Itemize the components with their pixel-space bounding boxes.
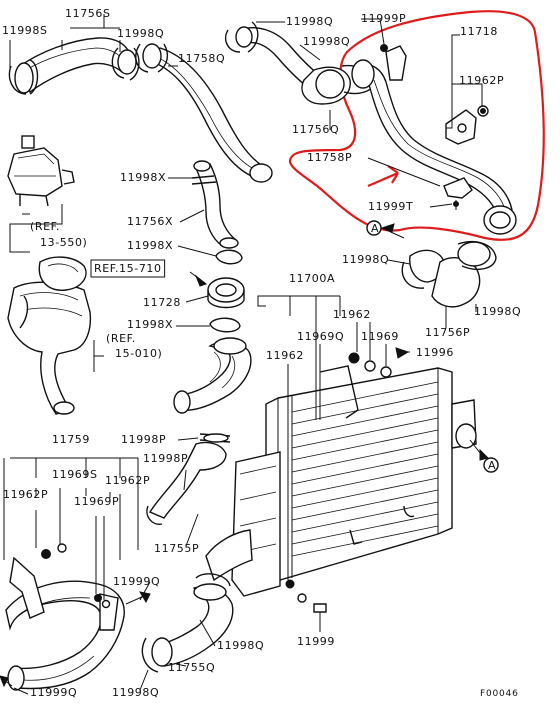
part-label-l9: 11962P [459, 74, 504, 87]
part-label-l39: 11999Q [30, 686, 77, 699]
part-label-l30: 11969S [52, 468, 98, 481]
part-label-l40: 11998Q [112, 686, 159, 699]
ref-label-r5: 15-010) [115, 347, 162, 360]
part-label-l35: 11999Q [113, 575, 160, 588]
part-label-l11: 11758P [307, 151, 352, 164]
highlight-outline [288, 10, 545, 241]
part-label-l20: 11998Q [474, 305, 521, 318]
part-label-l18: 11728 [143, 296, 181, 309]
part-label-l4: 11758Q [178, 52, 225, 65]
part-label-l36: 11998Q [217, 639, 264, 652]
diagram-code: F00046 [480, 689, 519, 699]
part-label-l3: 11998Q [117, 27, 164, 40]
leader-lines [3, 14, 483, 695]
part-label-l15: 11998X [127, 239, 173, 252]
part-label-l6: 11999P [361, 12, 406, 25]
part-label-l28: 11998P [121, 433, 166, 446]
part-label-l22: 11756P [425, 326, 470, 339]
flow-label-a1: A [371, 222, 379, 235]
hose-11755Q [141, 529, 253, 673]
highlight-arrow [367, 165, 399, 188]
part-label-l12: 11998X [120, 171, 166, 184]
part-label-l38: 11755Q [168, 661, 215, 674]
part-label-l33: 11969P [74, 495, 119, 508]
pipe-11759 [0, 543, 151, 691]
ref-label-r4: (REF. [106, 332, 136, 345]
hose-11756P [401, 240, 497, 308]
valve-ref-13-550 [7, 135, 75, 207]
adaptor-11728 [189, 271, 245, 333]
part-label-l17: 11700A [289, 272, 335, 285]
fasteners-11962-11969 [285, 347, 410, 624]
turbo-assembly [7, 256, 92, 415]
part-label-l14: 11756X [127, 215, 173, 228]
part-label-l7: 11718 [460, 25, 498, 38]
part-label-l21: 11998X [127, 318, 173, 331]
part-label-l5: 11998Q [286, 15, 333, 28]
part-label-l13: 11999T [368, 200, 413, 213]
part-label-l37: 11999 [297, 635, 335, 648]
part-label-l32: 11962P [3, 488, 48, 501]
elbow-hose [173, 337, 252, 414]
part-label-l1: 11756S [65, 7, 111, 20]
pipe-11758Q [135, 43, 273, 183]
ref-label-r2: 13-550) [40, 236, 87, 249]
part-label-l19: 11962 [333, 308, 371, 321]
flow-marker-a-bottom [469, 439, 499, 473]
ref-label-r1: (REF. [30, 220, 60, 233]
flow-marker-labels: AA [371, 222, 496, 472]
intercooler-11700A [231, 365, 477, 597]
part-label-l25: 11962 [266, 349, 304, 362]
part-label-l10: 11756Q [292, 123, 339, 136]
ref-box-r3 [90, 259, 166, 278]
reference-labels: (REF. 13-550) REF.15-710 (REF. 15-010) [30, 220, 166, 360]
part-label-l24: 11969 [361, 330, 399, 343]
part-label-l29: 11998P [143, 452, 188, 465]
part-label-l23: 11969Q [297, 330, 344, 343]
hose-11756X [191, 160, 243, 265]
part-label-l26: 11996 [416, 346, 454, 359]
ref-label-r3: REF.15-710 [94, 262, 162, 275]
intake-hose-11756Q [224, 21, 377, 105]
flow-label-a2: A [488, 459, 496, 472]
part-label-l34: 11755P [154, 542, 199, 555]
part-label-l2: 11998S [2, 24, 48, 37]
bracket-11718 [380, 44, 489, 210]
pipe-11758P [351, 59, 517, 235]
hose-11755P [146, 433, 231, 525]
part-label-l8: 11998Q [303, 35, 350, 48]
flow-marker-a-top [366, 220, 405, 239]
part-number-labels: 11756S 11998S 11998Q 11758Q 11998Q 11999P 1171… [2, 7, 521, 699]
part-label-l31: 11962P [105, 474, 150, 487]
part-label-l16: 11998Q [342, 253, 389, 266]
part-label-l27: 11759 [52, 433, 90, 446]
